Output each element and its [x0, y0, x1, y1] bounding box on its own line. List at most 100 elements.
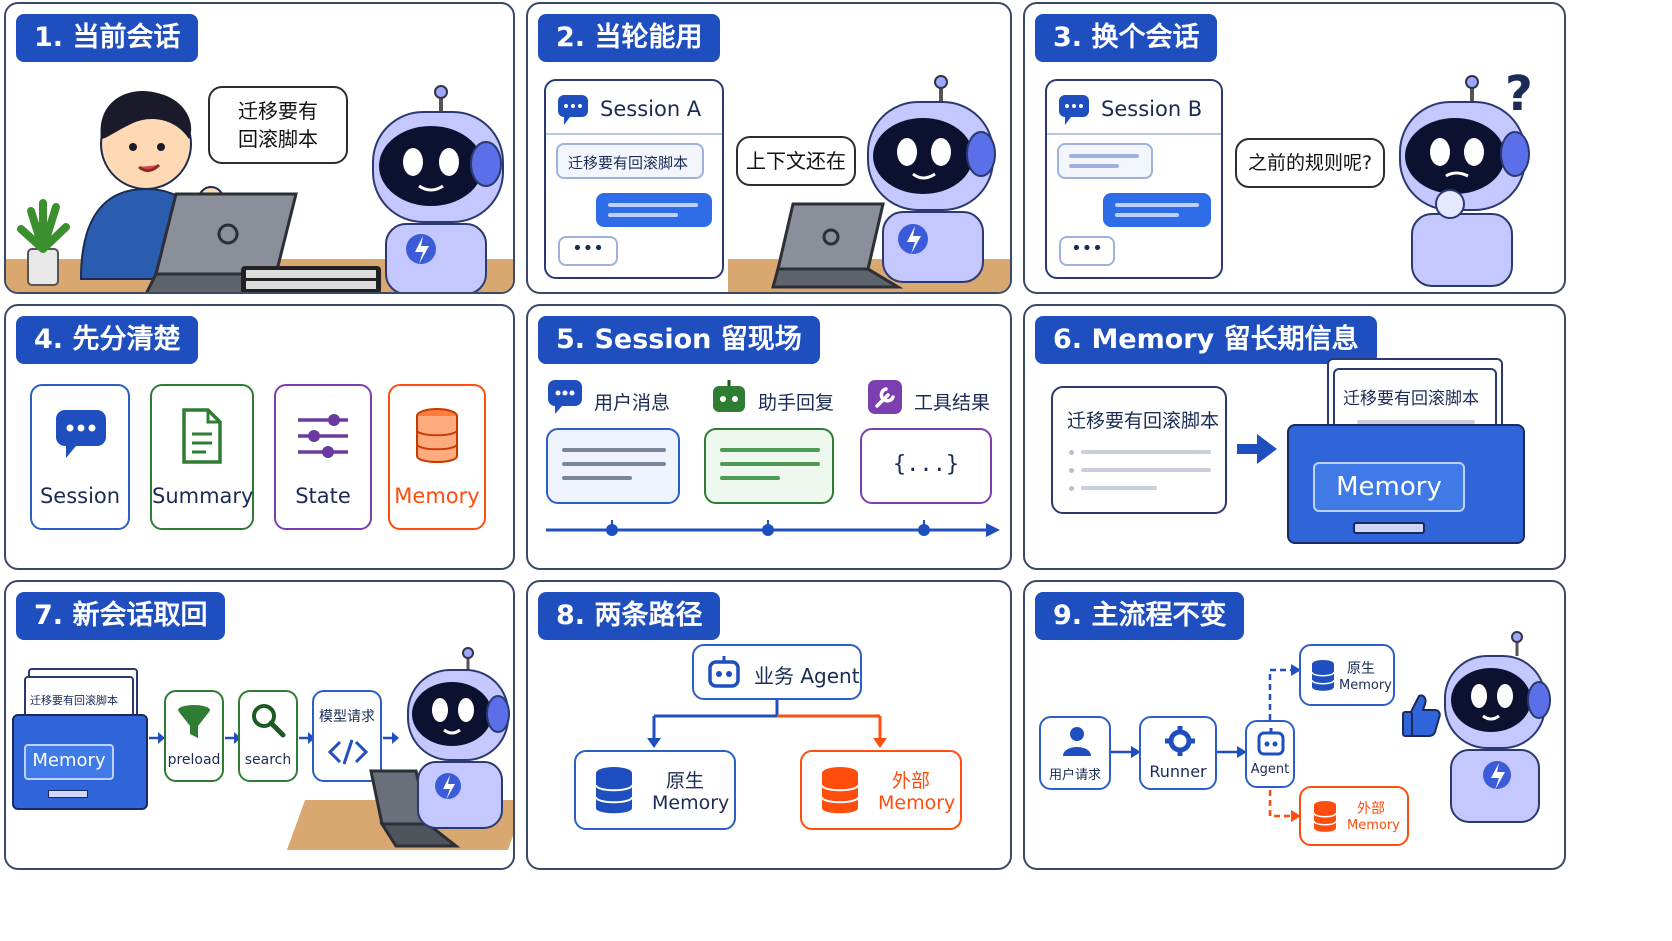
database-icon — [821, 767, 859, 814]
box-label: Memory — [1336, 472, 1442, 502]
robot-icon — [1399, 75, 1530, 287]
panel-new-session: 3. 换个会话 Session B ••• 之前的规则呢? ? — [1023, 2, 1566, 294]
arrow-right-icon — [1237, 434, 1277, 464]
external-memory-node: 外部 Memory — [800, 750, 962, 830]
laptop-icon — [771, 202, 904, 289]
session-window: Session A 迁移要有回滚脚本 ••• — [544, 79, 724, 279]
chat-icon — [548, 380, 582, 414]
node-label: 外部 — [892, 770, 931, 792]
branch-connector — [647, 700, 887, 748]
note-title: 迁移要有回滚脚本 — [1067, 410, 1220, 432]
tool-result-text: {...} — [892, 452, 960, 477]
document-icon — [182, 408, 222, 464]
panel-title: 8. 两条路径 — [538, 592, 721, 640]
memory-box: 迁移要有回滚脚本 Memory — [1287, 358, 1531, 546]
node-label: Memory — [652, 792, 730, 814]
wrench-icon — [868, 380, 902, 414]
tool-result-card: {...} — [860, 428, 992, 504]
chat-icon — [56, 410, 106, 458]
question-mark: ? — [1505, 66, 1533, 122]
panel-title: 5. Session 留现场 — [538, 316, 820, 364]
bot-icon — [1257, 728, 1285, 756]
arrow-right-icon — [225, 732, 241, 744]
user-message-text: 迁移要有回滚脚本 — [568, 154, 689, 172]
speech-bubble: 迁移要有 回滚脚本 — [208, 86, 348, 164]
column-label: 工具结果 — [914, 392, 991, 414]
robot-icon — [372, 85, 504, 292]
runner-node: Runner — [1139, 716, 1217, 790]
divider — [1047, 133, 1221, 135]
arrow-right-icon — [1111, 746, 1141, 758]
panel-retrieve: 7. 新会话取回 迁移要有回滚脚本 Memory preload search … — [4, 580, 515, 870]
search-icon — [252, 704, 286, 738]
user-request-node: 用户请求 — [1039, 716, 1111, 790]
node-label: Memory — [1339, 678, 1392, 693]
sliders-icon — [298, 414, 348, 458]
state-card: State — [274, 384, 372, 530]
node-label: Runner — [1149, 762, 1207, 781]
card-label: State — [295, 484, 351, 508]
panel-title: 9. 主流程不变 — [1035, 592, 1245, 640]
typing-indicator: ••• — [1059, 236, 1115, 266]
dashed-connector-native — [1268, 664, 1301, 720]
session-card: Session — [30, 384, 130, 530]
node-label: 业务 Agent — [754, 664, 860, 688]
card-title: 迁移要有回滚脚本 — [1343, 389, 1479, 409]
user-message-card — [546, 428, 680, 504]
preload-step: preload — [164, 690, 224, 782]
native-memory-node: 原生 Memory — [574, 750, 736, 830]
chat-icon — [558, 95, 588, 125]
divider — [546, 133, 722, 135]
keyboard-icon — [241, 266, 381, 292]
memory-box: 迁移要有回滚脚本 Memory — [12, 668, 148, 810]
chat-icon — [1059, 95, 1089, 125]
robot-icon — [867, 75, 996, 283]
session-window: Session B ••• — [1045, 79, 1223, 279]
column-label: 助手回复 — [758, 392, 835, 414]
speech-bubble: 上下文还在 — [736, 136, 856, 186]
native-memory-node: 原生 Memory — [1299, 644, 1395, 706]
timeline — [546, 520, 1000, 537]
card-label: Session — [39, 484, 121, 508]
agent-node: Agent — [1245, 720, 1295, 788]
arrow-right-icon — [149, 732, 165, 744]
note-card: 迁移要有回滚脚本 — [1051, 386, 1227, 514]
memory-card: Memory — [388, 384, 486, 530]
summary-card: Summary — [150, 384, 254, 530]
panel-two-paths: 8. 两条路径 业务 Agent 原生 Memory 外部 M — [526, 580, 1012, 870]
panel-title: 2. 当轮能用 — [538, 14, 721, 62]
node-label: 原生 — [1347, 661, 1375, 677]
step-label: 模型请求 — [319, 709, 375, 725]
column-label: 用户消息 — [594, 392, 671, 414]
robot-icon — [1444, 631, 1551, 823]
database-icon — [1311, 660, 1335, 691]
node-label: Memory — [1347, 818, 1400, 833]
panel-distinguish: 4. 先分清楚 Session Summary State Me — [4, 304, 515, 570]
search-step: search — [238, 690, 298, 782]
panel-main-flow: 9. 主流程不变 用户请求 Runner Agent — [1023, 580, 1566, 870]
assistant-reply-card — [704, 428, 834, 504]
panel-title: 3. 换个会话 — [1035, 14, 1218, 62]
typing-indicator: ••• — [558, 236, 618, 266]
session-title: Session A — [600, 97, 702, 121]
user-message — [556, 143, 704, 179]
speech-bubble: 之前的规则呢? — [1235, 138, 1385, 188]
thumbs-up-icon — [1402, 694, 1441, 737]
plant-icon — [17, 199, 70, 286]
panel-title: 7. 新会话取回 — [16, 592, 226, 640]
database-icon — [416, 408, 458, 463]
node-label: 原生 — [666, 770, 705, 792]
step-label: search — [244, 752, 292, 768]
arrow-right-icon — [383, 732, 399, 744]
panel-current-session: 1. 当前会话 迁移要有 回滚脚本 — [4, 2, 515, 294]
user-message — [1057, 143, 1153, 179]
assistant-message — [596, 193, 712, 227]
panel-memory-long-term: 6. Memory 留长期信息 迁移要有回滚脚本 迁移要有回滚脚本 Memory — [1023, 304, 1566, 570]
business-agent-node: 业务 Agent — [692, 644, 862, 700]
user-icon — [1063, 727, 1091, 756]
step-label: preload — [167, 752, 221, 768]
database-icon — [1313, 801, 1337, 832]
database-icon — [595, 767, 633, 814]
box-label: Memory — [32, 750, 106, 771]
panel-title: 6. Memory 留长期信息 — [1035, 316, 1377, 364]
